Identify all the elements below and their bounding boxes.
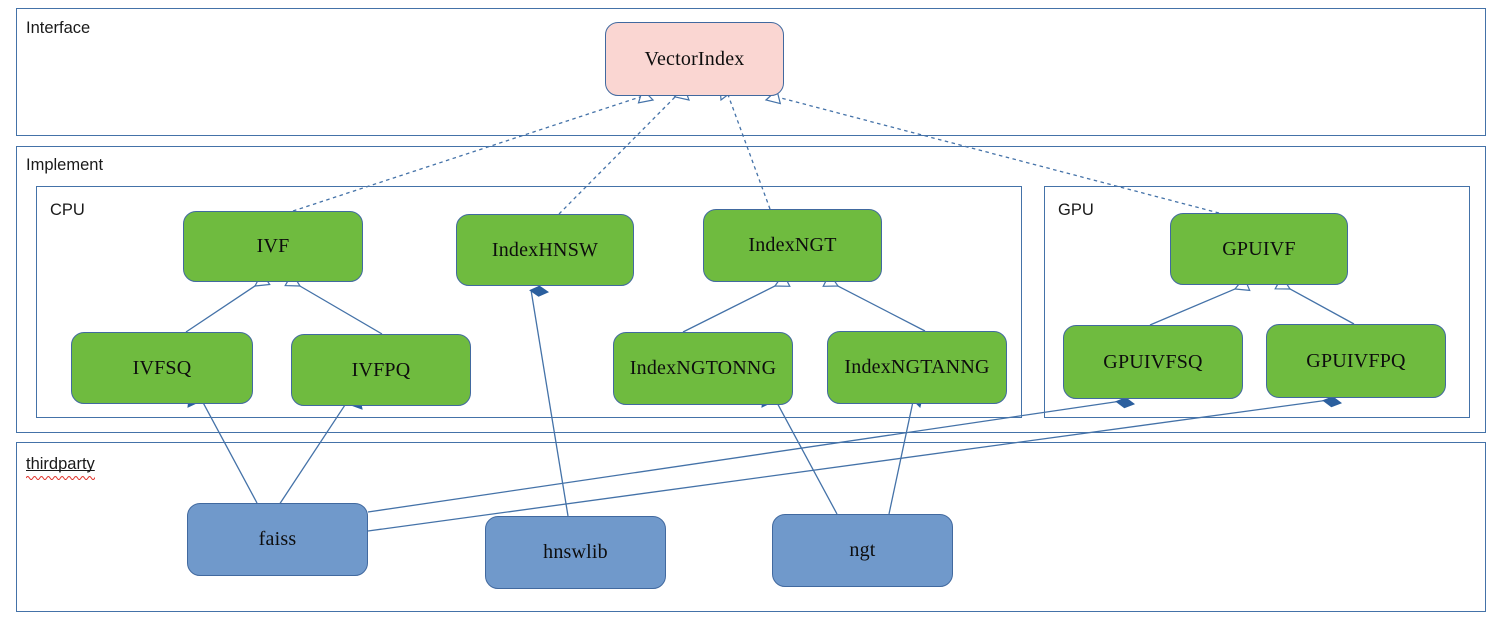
node-indexngt[interactable]: IndexNGT bbox=[703, 209, 882, 282]
node-gpuivf[interactable]: GPUIVF bbox=[1170, 213, 1348, 285]
node-label-hnswlib: hnswlib bbox=[543, 541, 608, 563]
node-label-ivfpq: IVFPQ bbox=[351, 358, 411, 381]
node-indexngtonng[interactable]: IndexNGTONNG bbox=[613, 332, 793, 405]
node-ivfsq[interactable]: IVFSQ bbox=[71, 332, 253, 404]
node-hnswlib[interactable]: hnswlib bbox=[485, 516, 666, 589]
group-label-interface: Interface bbox=[26, 19, 91, 37]
group-label-implement: Implement bbox=[26, 156, 104, 174]
node-label-indexngtonng: IndexNGTONNG bbox=[629, 357, 777, 379]
group-label-cpu: CPU bbox=[50, 201, 85, 219]
node-indexngtanng[interactable]: IndexNGTANNG bbox=[827, 331, 1007, 404]
node-label-gpuivf: GPUIVF bbox=[1222, 237, 1296, 260]
node-gpuivfpq[interactable]: GPUIVFPQ bbox=[1266, 324, 1446, 398]
node-label-ivfsq: IVFSQ bbox=[132, 356, 192, 379]
node-faiss[interactable]: faiss bbox=[187, 503, 368, 576]
spellcheck-squiggle-icon bbox=[26, 475, 95, 480]
node-label-ngt: ngt bbox=[849, 539, 876, 561]
node-ivfpq[interactable]: IVFPQ bbox=[291, 334, 471, 406]
group-label-gpu: GPU bbox=[1058, 201, 1094, 219]
node-ivf[interactable]: IVF bbox=[183, 211, 363, 282]
node-indexhnsw[interactable]: IndexHNSW bbox=[456, 214, 634, 286]
node-label-indexngtanng: IndexNGTANNG bbox=[844, 356, 990, 378]
node-ngt[interactable]: ngt bbox=[772, 514, 953, 587]
node-label-indexngt: IndexNGT bbox=[748, 234, 837, 256]
node-label-ivf: IVF bbox=[256, 235, 290, 257]
node-label-faiss: faiss bbox=[258, 528, 297, 550]
node-label-gpuivfsq: GPUIVFSQ bbox=[1103, 350, 1203, 373]
node-label-gpuivfpq: GPUIVFPQ bbox=[1306, 349, 1406, 372]
node-label-indexhnsw: IndexHNSW bbox=[491, 238, 599, 261]
node-vectorindex[interactable]: VectorIndex bbox=[605, 22, 784, 96]
node-label-vectorindex: VectorIndex bbox=[644, 47, 745, 70]
node-gpuivfsq[interactable]: GPUIVFSQ bbox=[1063, 325, 1243, 399]
group-label-thirdparty: thirdparty bbox=[26, 456, 95, 480]
